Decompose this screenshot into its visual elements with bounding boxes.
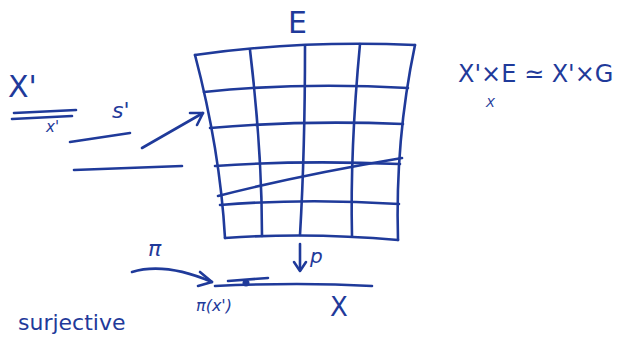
fibre-line [352,44,360,236]
section-arrow [142,113,203,148]
fibre-line [300,46,305,235]
map-name: π [148,238,161,260]
projection-arrow [299,244,302,270]
fibre-line [250,50,262,236]
isomorphism-formula: X'×E ≃ X'×G [458,62,613,86]
space-name: E [288,8,307,38]
space-name: X' [8,72,37,102]
grid-line [210,123,403,128]
point-name: x' [46,120,59,135]
bundle-left-edge [195,55,225,238]
section-curve [218,158,402,196]
subscript: X [486,96,495,109]
grid-line [220,201,399,205]
arrow-head [198,272,212,286]
space-line [12,116,72,119]
map-name: s' [112,100,130,122]
property-note: surjective [18,312,126,334]
space-line [70,133,130,142]
bundle-bottom-edge [225,235,398,240]
arrow-head [190,113,203,125]
space-name: X [330,294,348,320]
base-point [243,280,250,287]
grid-line [204,86,408,92]
map-name: p [310,246,323,266]
space-line [74,166,182,170]
base-line [215,284,372,286]
projection-arrow [132,269,212,282]
point-name: π(x') [196,298,232,314]
arrow-head [294,262,306,271]
bundle-right-edge [398,45,415,240]
space-line [14,110,76,113]
